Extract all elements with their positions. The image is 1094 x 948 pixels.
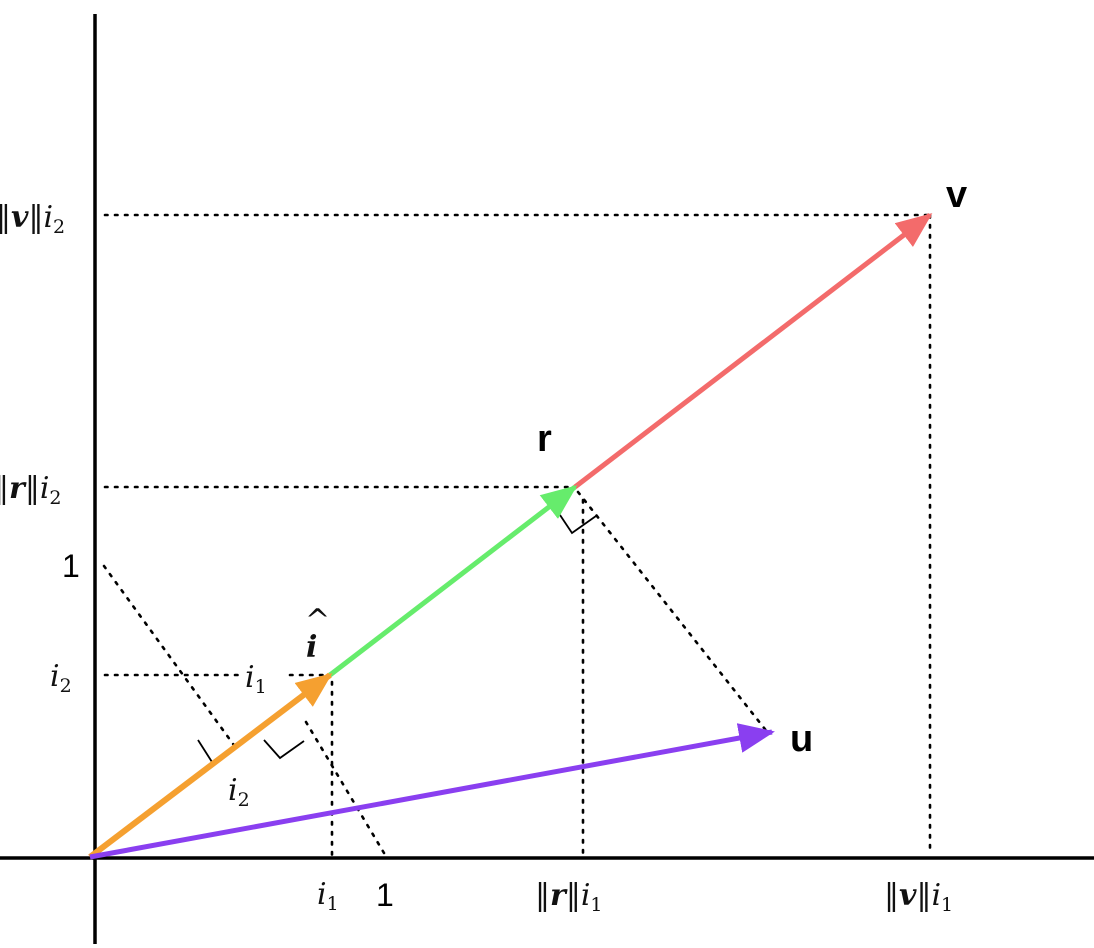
inline-label-i1: i1 [245,660,267,698]
y-label-one: 1 [62,548,80,584]
right-angle-markers [197,514,597,764]
inline-label-i2: i2 [228,773,250,811]
x-label-i1: i1 [317,877,339,915]
y-label-i2: i2 [50,659,72,697]
vector-u-arrow [89,723,775,860]
right-angle-marker-x-unit [263,739,305,760]
vector-r-arrow [328,485,578,677]
u-projection-guide [576,490,770,735]
unit-vector-i-hat-arrow [88,672,333,860]
i-hat-base: i [306,630,317,665]
vector-u-label: u [790,718,813,760]
x-unit-projection-guide [304,720,386,855]
vector-v-label: v [946,174,967,216]
i-hat-accent: ^ [305,603,330,638]
i-hat-label: ^ i [305,603,330,665]
y-label-r-i2: ‖r‖i2 [0,471,62,509]
right-angle-marker-r [559,514,597,535]
x-label-one: 1 [376,877,394,913]
x-label-v-i1: ‖v‖i1 [884,878,953,916]
vector-r-label: r [537,418,552,460]
y-unit-projection-guide [102,564,238,750]
vector-v-arrow [573,213,933,489]
x-label-r-i1: ‖r‖i1 [535,878,603,916]
y-label-v-i2: ‖v‖i2 [0,200,65,238]
